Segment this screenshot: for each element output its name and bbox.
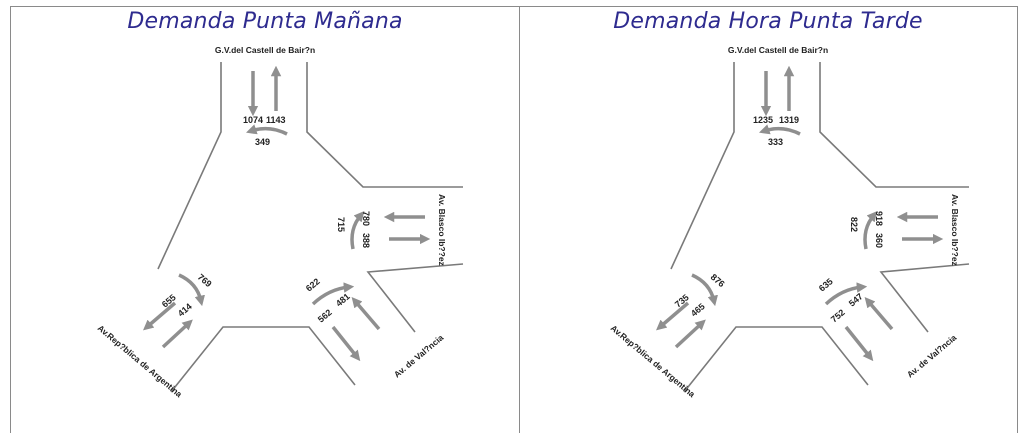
volume-sw-b: 735 (673, 292, 691, 309)
volume-east-b: 360 (874, 233, 884, 248)
arrow-east-turn (863, 211, 878, 250)
arrow-sw-turn (178, 273, 205, 307)
volume-sw-c: 465 (689, 301, 707, 318)
volume-east-a: 780 (361, 211, 371, 226)
volume-se-b: 481 (334, 291, 352, 308)
arrow-north-turn (246, 124, 288, 136)
southeast-arrows (311, 282, 381, 362)
east-arrows (863, 211, 944, 250)
road-edge-north-east (819, 62, 969, 188)
north-arrows (759, 65, 801, 136)
volume-north-turn: 349 (255, 137, 270, 147)
road-edges (157, 62, 464, 393)
volume-sw-a: 769 (196, 272, 214, 289)
street-label-southeast: Av. de Val?ncia (392, 332, 446, 379)
street-label-southeast: Av. de Val?ncia (905, 332, 959, 379)
southwest-arrows (656, 273, 718, 349)
road-edge-east-south (879, 263, 970, 333)
road-edge-north-west (157, 62, 222, 270)
north-arrows (246, 65, 288, 136)
volume-sw-b: 655 (160, 292, 178, 309)
road-edge-south (170, 326, 356, 393)
volume-se-c: 752 (829, 307, 847, 324)
road-edge-north-west (670, 62, 735, 270)
arrow-se-turn (824, 282, 868, 306)
volume-east-turn: 715 (336, 217, 346, 232)
volume-east-a: 918 (874, 211, 884, 226)
arrow-se-out (864, 297, 894, 331)
volume-se-a: 635 (817, 276, 835, 293)
volume-east-turn: 822 (849, 217, 859, 232)
road-edge-south (683, 326, 869, 393)
panel-title: Demanda Punta Mañana (127, 9, 403, 34)
road-edge-north-east (306, 62, 463, 188)
road-edge-east-south (366, 263, 464, 333)
volume-se-b: 547 (847, 291, 865, 308)
southwest-arrows (143, 273, 205, 349)
arrow-sw-turn (691, 273, 718, 307)
volume-north-in: 1235 (753, 115, 773, 125)
arrow-north-turn (759, 124, 801, 136)
street-label-southwest: Av.Rep?blica de Argentina (96, 323, 185, 400)
street-label-north: G.V.del Castell de Bair?n (215, 45, 315, 55)
arrow-sw-in (161, 319, 193, 349)
volume-north-turn: 333 (768, 137, 783, 147)
arrow-east-turn (350, 211, 365, 250)
panel-title: Demanda Hora Punta Tarde (613, 9, 923, 34)
volume-sw-a: 876 (709, 272, 727, 289)
arrow-sw-in (674, 319, 706, 349)
intersection-diagram: G.V.del Castell de Bair?n Av. Blasco Ib?… (609, 45, 970, 400)
arrow-sw-out (143, 301, 177, 331)
volume-se-a: 622 (304, 276, 322, 293)
street-label-southwest: Av.Rep?blica de Argentina (609, 323, 698, 400)
arrow-se-out (351, 297, 381, 331)
intersection-diagram: G.V.del Castell de Bair?n Av. Blasco Ib?… (96, 45, 464, 400)
arrow-se-in (331, 325, 361, 362)
volume-se-c: 562 (316, 307, 334, 324)
street-label-north: G.V.del Castell de Bair?n (728, 45, 828, 55)
volume-east-b: 388 (361, 233, 371, 248)
southeast-arrows (824, 282, 894, 362)
arrow-sw-out (656, 301, 690, 331)
road-edges (670, 62, 970, 393)
panel-morning-peak: Demanda Punta Mañana (10, 6, 520, 433)
street-label-east: Av. Blasco Ib??ez (950, 194, 960, 266)
volume-north-out: 1143 (266, 115, 286, 125)
panel-afternoon-peak: Demanda Hora Punta Tarde (519, 6, 1018, 433)
arrow-se-in (844, 325, 874, 362)
volume-sw-c: 414 (176, 301, 194, 318)
volume-north-in: 1074 (243, 115, 263, 125)
volume-north-out: 1319 (779, 115, 799, 125)
arrow-se-turn (311, 282, 355, 306)
street-label-east: Av. Blasco Ib??ez (437, 194, 447, 266)
east-arrows (350, 211, 431, 250)
